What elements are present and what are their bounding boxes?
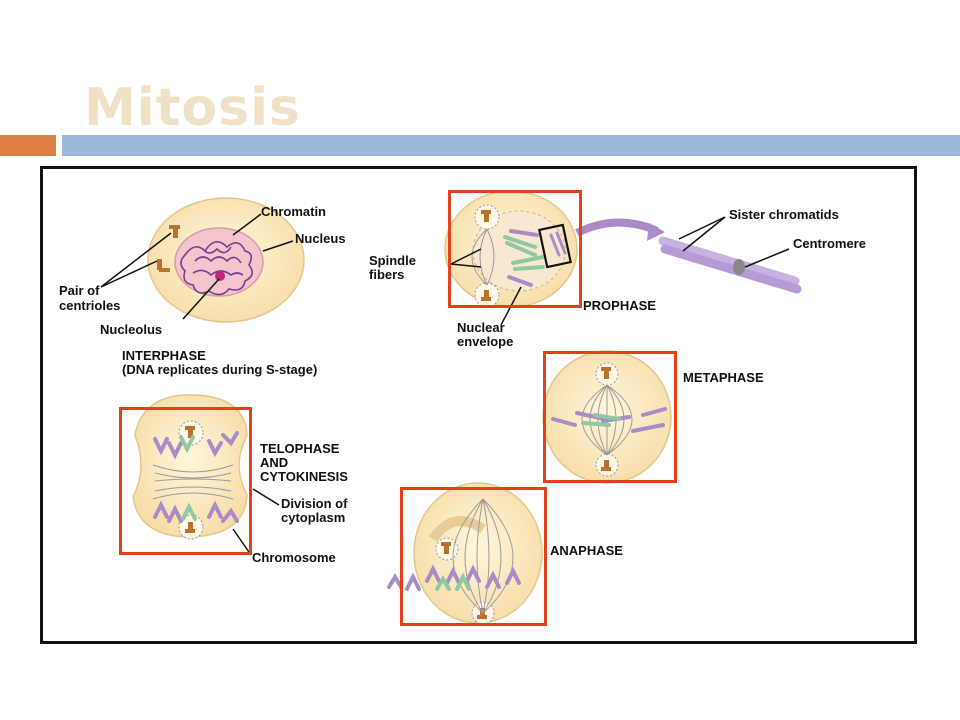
anaphase-highlight-box — [400, 487, 547, 626]
label-centromere: Centromere — [793, 236, 866, 251]
mitosis-illustration — [100, 190, 802, 625]
label-sister-chromatids: Sister chromatids — [729, 207, 839, 222]
label-telophase-1: TELOPHASE — [260, 441, 340, 456]
label-spindle-2: fibers — [369, 267, 405, 282]
label-centrioles-1: Pair of — [59, 283, 100, 298]
prophase-cell — [444, 190, 665, 326]
telophase-cell — [132, 394, 280, 556]
metaphase-highlight-box — [543, 351, 677, 483]
label-nucleolus: Nucleolus — [100, 322, 163, 337]
title-accent-bar — [0, 135, 56, 156]
title-underline-bar — [62, 135, 960, 156]
label-spindle-1: Spindle — [369, 253, 416, 268]
label-chromosome: Chromosome — [252, 550, 336, 565]
label-interphase-note: (DNA replicates during S-stage) — [122, 362, 318, 377]
label-metaphase: METAPHASE — [683, 370, 764, 385]
interphase-cell — [100, 197, 305, 323]
label-nuclear-envelope-1: Nuclear — [457, 320, 505, 335]
anaphase-cell — [387, 482, 543, 625]
label-telophase-3: CYTOKINESIS — [260, 469, 348, 484]
label-nucleus: Nucleus — [295, 231, 346, 246]
label-anaphase: ANAPHASE — [550, 543, 623, 558]
sister-chromatids-detail — [658, 216, 802, 294]
label-centrioles-2: centrioles — [59, 298, 121, 313]
label-telophase-2: AND — [260, 455, 289, 470]
label-chromatin: Chromatin — [261, 204, 326, 219]
label-division-2: cytoplasm — [281, 510, 346, 525]
label-nuclear-envelope-2: envelope — [457, 334, 514, 349]
label-interphase: INTERPHASE — [122, 348, 206, 363]
mitosis-figure: Chromatin Nucleus Pair of centrioles Nuc… — [40, 166, 917, 644]
label-division-1: Division of — [281, 496, 348, 511]
label-prophase: PROPHASE — [583, 298, 656, 313]
slide-title: Mitosis — [84, 78, 301, 138]
prophase-highlight-box — [448, 190, 582, 308]
telophase-highlight-box — [119, 407, 252, 555]
